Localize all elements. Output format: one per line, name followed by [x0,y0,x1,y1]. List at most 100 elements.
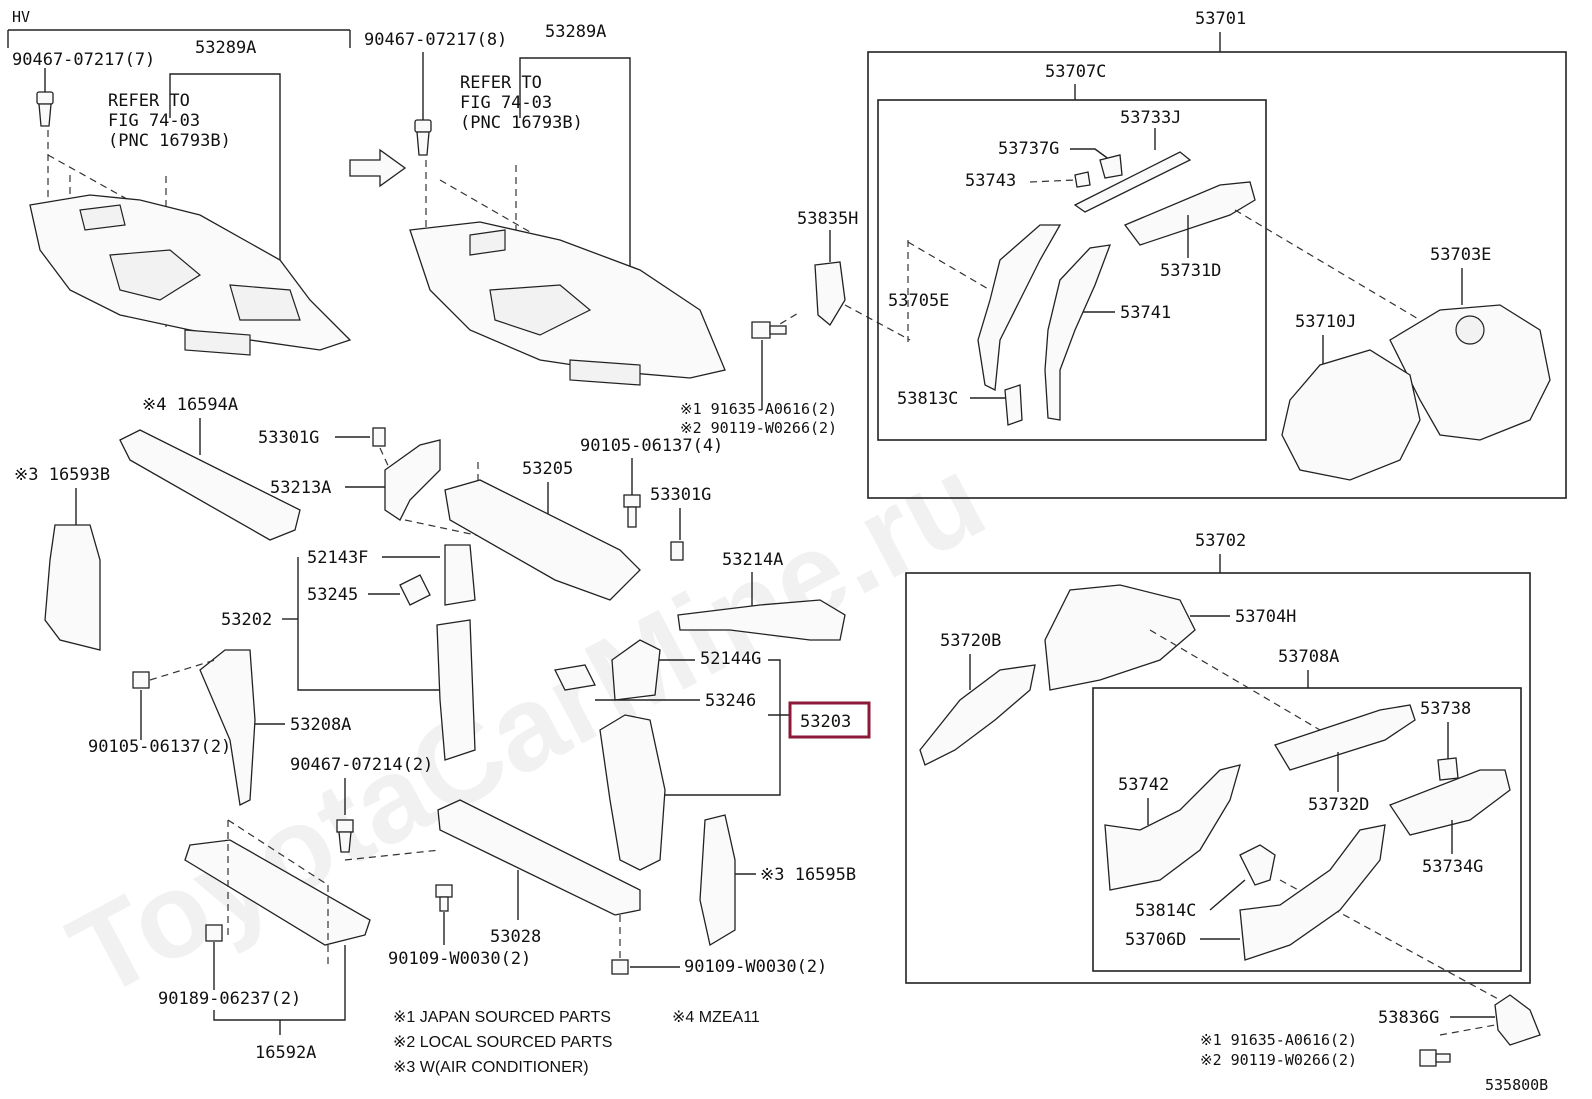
bolt-icon-lower-right [1419,1049,1451,1067]
part-16594a [119,429,301,541]
diagram-id: 535800B [1485,1076,1548,1094]
hv-variant-label: HV [12,8,30,26]
part-53733j [1073,151,1192,213]
bolt-icon-90105-a [623,494,641,528]
bolt-icon-90109-b [611,959,629,975]
label-53814c: 53814C [1135,901,1196,921]
part-53246 [554,664,596,691]
part-53703e [1389,304,1551,441]
part-53214a [677,599,846,641]
label-90467-b: 90467-07214(2) [290,755,433,775]
group-53707c-title: 53707C [1045,62,1106,82]
label-53246: 53246 [705,691,756,711]
bolt-note-1-mid: ※1 91635-A0616(2) [680,400,837,418]
label-53202: 53202 [221,610,272,630]
label-53301g-a: 53301G [258,428,319,448]
part-53734g [1389,769,1511,836]
bolt-icon-90109-a [435,884,453,912]
bracket-label-53835h: 53835H [797,209,858,229]
cover-label-left: 53289A [195,38,256,58]
label-53813c: 53813C [897,389,958,409]
label-52143f: 52143F [307,548,368,568]
highlight-53203[interactable]: 53203 [788,701,871,739]
part-53743 [1074,171,1091,188]
part-53710j [1281,349,1421,481]
label-90109-a: 90109-W0030(2) [388,949,531,969]
bolt-note-1-lower: ※1 91635-A0616(2) [1200,1031,1357,1049]
clip-icon-right [414,119,432,156]
refer-line1-right: REFER TO [460,73,542,93]
label-53704h: 53704H [1235,607,1296,627]
part-53213a [384,439,441,521]
part-53813c [1004,384,1023,426]
legend-note-3: ※3 W(AIR CONDITIONER) [393,1059,589,1076]
label-53737g: 53737G [998,139,1059,159]
bolt-icon-90105-b [132,671,150,689]
label-53205: 53205 [522,459,573,479]
refer-line2-left: FIG 74-03 [108,111,200,131]
clip-icon-left [36,91,54,127]
label-53732d: 53732D [1308,795,1369,815]
group-53702-box [905,572,1531,984]
label-16594a: ※4 16594A [142,395,238,415]
label-53733j: 53733J [1120,108,1181,128]
engine-undercover-right [409,221,726,386]
refer-line3-right: (PNC 16793B) [460,113,583,133]
label-53703e: 53703E [1430,245,1491,265]
legend-note-1: ※1 JAPAN SOURCED PARTS [393,1009,611,1026]
part-52144g [611,639,661,701]
label-53301g-b: 53301G [650,485,711,505]
label-53245: 53245 [307,585,358,605]
legend-note-2: ※2 LOCAL SOURCED PARTS [393,1034,612,1051]
part-53202-pillar [436,619,476,761]
group-53702-title: 53702 [1195,531,1246,551]
label-53214a: 53214A [722,550,783,570]
label-53706d: 53706D [1125,930,1186,950]
part-53731d [1123,181,1256,246]
part-53742 [1104,764,1241,891]
label-53208a: 53208A [290,715,351,735]
part-53737g [1099,154,1123,179]
label-53705e: 53705E [888,291,949,311]
bolt-icon-mid [751,321,787,339]
part-53208a [199,649,256,806]
part-16592a [184,839,371,946]
part-53205 [444,479,641,601]
label-16595b: ※3 16595B [760,865,856,885]
part-53245 [399,574,431,606]
group-53707c-box [877,99,1267,441]
part-53738 [1437,757,1459,781]
label-53836g: 53836G [1378,1008,1439,1028]
part-53814c [1239,844,1276,886]
part-53836g [1494,994,1541,1046]
part-53203 [599,714,666,871]
part-16593b [44,524,101,651]
group-53701-box [867,51,1567,499]
arrow-icon [349,148,407,188]
clip-icon-90467-b [336,819,354,853]
label-53743: 53743 [965,171,1016,191]
label-53731d: 53731D [1160,261,1221,281]
clip-label-right: 90467-07217(8) [364,30,507,50]
part-16595b [699,814,736,947]
group-53701-title: 53701 [1195,9,1246,29]
part-53705e [977,224,1062,392]
label-16592a: 16592A [255,1043,316,1063]
label-53742: 53742 [1118,775,1169,795]
label-53710j: 53710J [1295,312,1356,332]
label-53738: 53738 [1420,699,1471,719]
label-53741: 53741 [1120,303,1171,323]
part-52143f [444,544,476,606]
group-53708a-title: 53708A [1278,647,1339,667]
clip-label-left: 90467-07217(7) [12,50,155,70]
part-53741 [1044,244,1111,421]
clip-icon-90189 [205,924,223,942]
label-53734g: 53734G [1422,857,1483,877]
part-53301g-b [670,541,684,561]
label-90105-b: 90105-06137(2) [88,737,231,757]
label-90109-b: 90109-W0030(2) [684,957,827,977]
wheelhouse-hole [1455,315,1485,345]
label-16593b: ※3 16593B [14,465,110,485]
label-52144g: 52144G [700,649,761,669]
